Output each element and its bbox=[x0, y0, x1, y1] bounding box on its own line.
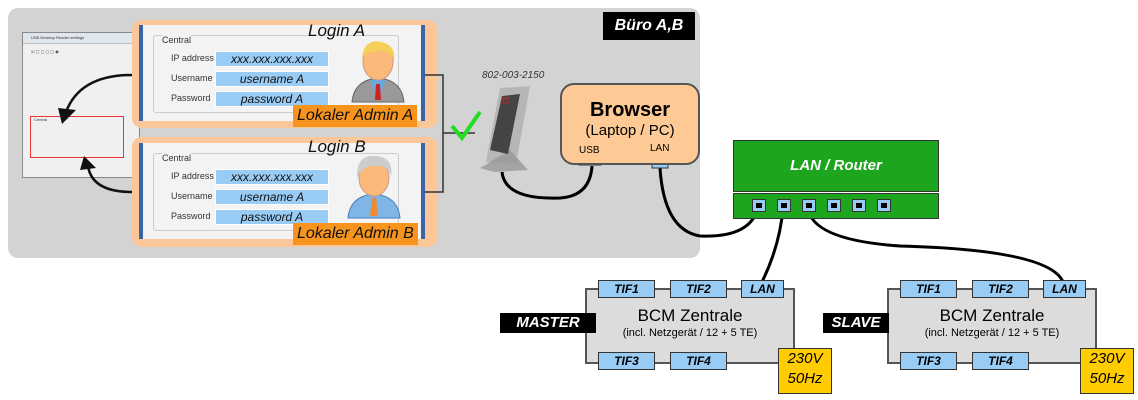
group-label: Central bbox=[162, 35, 192, 45]
card-reader-icon bbox=[480, 86, 530, 172]
router-port bbox=[777, 199, 791, 212]
lan-port-label: LAN bbox=[650, 143, 670, 154]
port-tif3: TIF3 bbox=[598, 352, 655, 370]
router-port bbox=[802, 199, 816, 212]
admin-a-person-icon bbox=[351, 41, 405, 103]
admin-b-person-icon bbox=[347, 155, 401, 219]
check-icon bbox=[450, 110, 482, 142]
port-tif3: TIF3 bbox=[900, 352, 957, 370]
admin-a-label: Lokaler Admin A bbox=[293, 105, 418, 127]
office-label: Büro A,B bbox=[603, 12, 695, 40]
port-tif4: TIF4 bbox=[670, 352, 727, 370]
login-a-window: Central IP address xxx.xxx.xxx.xxx Usern… bbox=[139, 25, 425, 121]
router-port bbox=[752, 199, 766, 212]
usb-port-label: USB bbox=[579, 145, 600, 156]
router-port bbox=[877, 199, 891, 212]
password-label: Password bbox=[171, 211, 211, 221]
password-field[interactable]: password A bbox=[215, 209, 329, 225]
ip-field[interactable]: xxx.xxx.xxx.xxx bbox=[215, 169, 329, 185]
slave-label: SLAVE bbox=[823, 313, 889, 333]
port-lan: LAN bbox=[741, 280, 784, 298]
central-name: BCM Zentrale bbox=[637, 306, 743, 325]
port-tif2: TIF2 bbox=[670, 280, 727, 298]
port-lan: LAN bbox=[1043, 280, 1086, 298]
router: LAN / Router bbox=[733, 140, 939, 192]
master-label: MASTER bbox=[500, 313, 596, 333]
username-field[interactable]: username A bbox=[215, 71, 329, 87]
username-label: Username bbox=[171, 73, 213, 83]
router-ports bbox=[733, 193, 939, 219]
router-port bbox=[827, 199, 841, 212]
central-name: BCM Zentrale bbox=[939, 306, 1045, 325]
central-desc: (incl. Netzgerät / 12 + 5 TE) bbox=[622, 327, 758, 339]
password-field[interactable]: password A bbox=[215, 91, 329, 107]
dialog-title: USB Desktop Reader settings bbox=[23, 33, 139, 44]
central-group-highlight: Central bbox=[30, 116, 124, 158]
username-field[interactable]: username A bbox=[215, 189, 329, 205]
admin-b-label: Lokaler Admin B bbox=[293, 223, 418, 245]
browser-box: Browser (Laptop / PC) bbox=[560, 83, 700, 165]
reader-serial: 802-003-2150 bbox=[482, 70, 545, 81]
port-tif1: TIF1 bbox=[900, 280, 957, 298]
port-tif4: TIF4 bbox=[972, 352, 1029, 370]
ip-label: IP address bbox=[171, 171, 214, 181]
browser-subtitle: (Laptop / PC) bbox=[585, 122, 675, 139]
group-label: Central bbox=[162, 153, 192, 163]
dialog-group-label: Central bbox=[34, 117, 47, 122]
login-b-title: Login B bbox=[308, 137, 366, 156]
port-tif2: TIF2 bbox=[972, 280, 1029, 298]
login-a-title: Login A bbox=[308, 21, 366, 40]
router-port bbox=[852, 199, 866, 212]
username-label: Username bbox=[171, 191, 213, 201]
ip-label: IP address bbox=[171, 53, 214, 63]
port-tif1: TIF1 bbox=[598, 280, 655, 298]
ip-field[interactable]: xxx.xxx.xxx.xxx bbox=[215, 51, 329, 67]
central-desc: (incl. Netzgerät / 12 + 5 TE) bbox=[924, 327, 1060, 339]
password-label: Password bbox=[171, 93, 211, 103]
browser-title: Browser bbox=[589, 99, 671, 121]
